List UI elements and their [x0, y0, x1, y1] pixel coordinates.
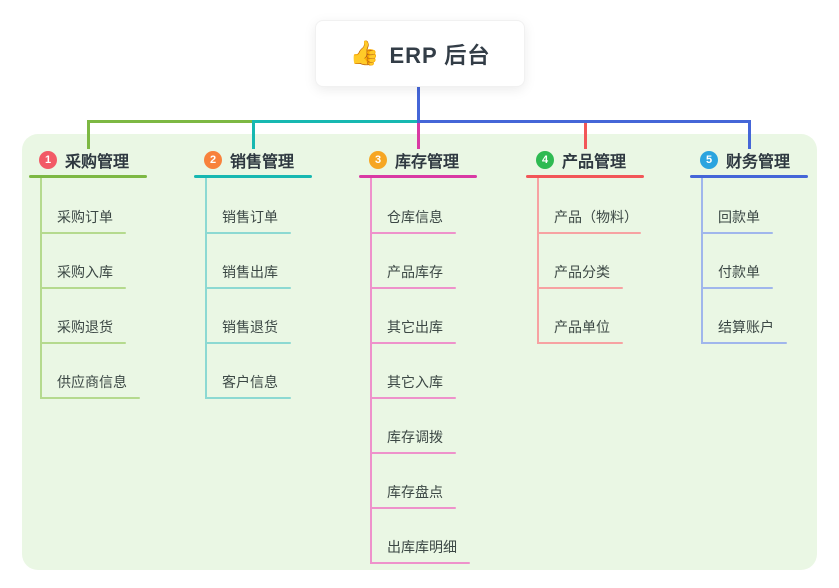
child-node-underline — [205, 397, 291, 399]
child-node[interactable]: 销售出库 — [222, 264, 278, 280]
branch-trunk-line — [537, 178, 539, 344]
branch-drop-line — [747, 121, 751, 149]
child-node[interactable]: 产品库存 — [387, 264, 443, 280]
child-node[interactable]: 出库库明细 — [387, 539, 457, 555]
branch-title-underline — [29, 175, 147, 178]
child-node[interactable]: 付款单 — [718, 264, 760, 280]
child-node[interactable]: 其它入库 — [387, 374, 443, 390]
branch-title-label: 财务管理 — [726, 154, 791, 171]
child-node-underline — [370, 562, 470, 564]
branches-panel — [22, 134, 817, 570]
branch-title-1[interactable]: 1 采购管理 — [29, 148, 147, 172]
child-node[interactable]: 产品（物料） — [554, 209, 638, 225]
child-node-underline — [40, 397, 140, 399]
branch-title-label: 产品管理 — [562, 154, 627, 171]
branch-title-underline — [194, 175, 312, 178]
child-node-underline — [40, 232, 126, 234]
branch-drop-line — [416, 121, 420, 149]
branch-number-badge: 3 — [369, 151, 387, 169]
bus-segment-blue — [416, 120, 751, 123]
bus-segment-teal — [251, 120, 419, 123]
branch-title-underline — [359, 175, 477, 178]
child-node-underline — [701, 232, 773, 234]
child-node[interactable]: 库存盘点 — [387, 484, 443, 500]
child-node[interactable]: 采购订单 — [57, 209, 113, 225]
branch-number-badge: 1 — [39, 151, 57, 169]
child-node-underline — [537, 232, 641, 234]
child-node[interactable]: 销售退货 — [222, 319, 278, 335]
child-node[interactable]: 仓库信息 — [387, 209, 443, 225]
child-node[interactable]: 产品单位 — [554, 319, 610, 335]
branch-title-2[interactable]: 2 销售管理 — [194, 148, 312, 172]
branch-drop-line — [583, 121, 587, 149]
branch-title-3[interactable]: 3 库存管理 — [359, 148, 477, 172]
child-node[interactable]: 回款单 — [718, 209, 760, 225]
child-node-underline — [205, 287, 291, 289]
child-node[interactable]: 采购退货 — [57, 319, 113, 335]
child-node-underline — [370, 287, 456, 289]
root-connector-line — [417, 84, 420, 121]
branch-title-label: 采购管理 — [65, 154, 130, 171]
root-node[interactable]: 👍 ERP 后台 — [315, 20, 525, 87]
child-node[interactable]: 结算账户 — [718, 319, 774, 335]
branch-trunk-line — [370, 178, 372, 564]
child-node-underline — [40, 342, 126, 344]
branch-number-badge: 2 — [204, 151, 222, 169]
branch-title-5[interactable]: 5 财务管理 — [690, 148, 808, 172]
root-node-label: ERP 后台 — [389, 42, 491, 68]
child-node-underline — [370, 232, 456, 234]
thumbs-up-icon: 👍 — [349, 39, 380, 67]
branch-trunk-line — [701, 178, 703, 344]
child-node-underline — [370, 397, 456, 399]
child-node-underline — [205, 342, 291, 344]
branch-number-badge: 5 — [700, 151, 718, 169]
child-node-underline — [205, 232, 291, 234]
child-node[interactable]: 库存调拨 — [387, 429, 443, 445]
child-node[interactable]: 供应商信息 — [57, 374, 127, 390]
branch-title-label: 库存管理 — [395, 154, 460, 171]
branch-title-underline — [690, 175, 808, 178]
child-node-underline — [370, 342, 456, 344]
child-node[interactable]: 其它出库 — [387, 319, 443, 335]
child-node-underline — [701, 342, 787, 344]
branch-number-badge: 4 — [536, 151, 554, 169]
child-node-underline — [537, 287, 623, 289]
branch-title-4[interactable]: 4 产品管理 — [526, 148, 644, 172]
child-node-underline — [370, 507, 456, 509]
bus-segment-green — [86, 120, 254, 123]
branch-title-underline — [526, 175, 644, 178]
child-node-underline — [537, 342, 623, 344]
child-node[interactable]: 产品分类 — [554, 264, 610, 280]
child-node-underline — [701, 287, 773, 289]
child-node-underline — [370, 452, 456, 454]
branch-title-label: 销售管理 — [230, 154, 295, 171]
branch-drop-line — [251, 121, 255, 149]
child-node[interactable]: 客户信息 — [222, 374, 278, 390]
child-node-underline — [40, 287, 126, 289]
branch-drop-line — [86, 121, 90, 149]
child-node[interactable]: 销售订单 — [222, 209, 278, 225]
child-node[interactable]: 采购入库 — [57, 264, 113, 280]
